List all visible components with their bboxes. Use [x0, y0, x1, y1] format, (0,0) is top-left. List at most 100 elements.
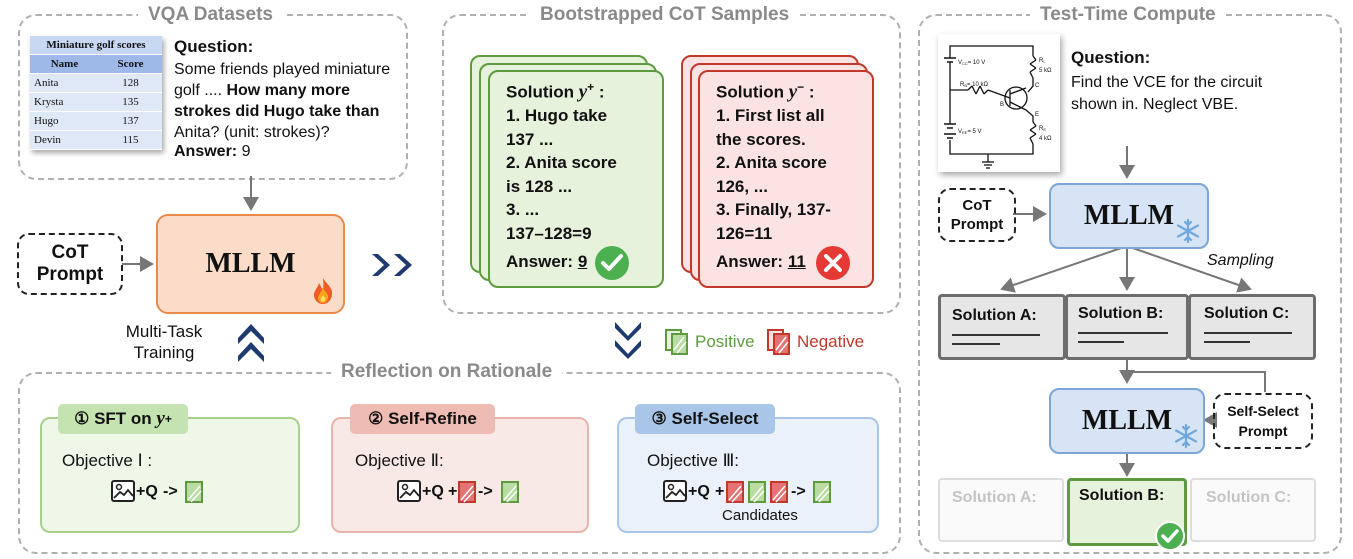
rl-value: 5 kΩ: [1039, 68, 1052, 74]
positive-doc-icon: [665, 329, 688, 355]
table-cell: Anita: [30, 73, 99, 93]
rl-label: RL: [1039, 58, 1046, 64]
objective-3-text: Objective Ⅲ:: [647, 451, 740, 470]
image-icon: [397, 480, 421, 502]
vcc-label: VCC= 10 V: [958, 60, 985, 66]
neg-steps: 1. First list all the scores. 2. Anita s…: [716, 106, 831, 243]
table-cell: 135: [98, 92, 162, 112]
vqa-answer-label: Answer:: [174, 143, 238, 160]
objective-2-tag: ② Self-Refine: [350, 404, 495, 434]
circuit-image: [938, 34, 1060, 172]
mllm-frozen-box: MLLM: [1049, 183, 1209, 249]
pos-card: [488, 70, 664, 288]
vqa-panel-title: VQA Datasets: [138, 4, 283, 26]
ttc-question-label: Question:: [1071, 48, 1151, 67]
chevron-up-icon: [238, 324, 264, 362]
cot-prompt-box: CoT Prompt: [17, 233, 123, 295]
positive-doc-icon: [748, 481, 766, 503]
objective-1-tag: ① SFT on y+: [58, 404, 188, 434]
ttc-panel-title: Test-Time Compute: [1030, 4, 1226, 26]
re-label: RE: [1039, 126, 1046, 132]
neg-answer-value: 11: [787, 252, 806, 271]
formula-3-plus: +: [715, 483, 725, 500]
table-cell: 115: [98, 130, 162, 150]
formula-2-arrow: ->: [478, 483, 493, 500]
formula-3-arrow: ->: [791, 483, 806, 500]
final-solution-c-card: [1190, 478, 1316, 542]
mllm-frozen-label: MLLM: [1083, 200, 1175, 231]
candidates-label: Candidates: [722, 507, 798, 524]
negative-doc-icon: [767, 329, 790, 355]
formula-1-arrow: ->: [163, 483, 178, 500]
ttc-cot-prompt-box: CoT Prompt: [938, 188, 1016, 242]
pos-answer-label: Answer:: [506, 252, 574, 271]
fire-icon: [314, 278, 333, 304]
negative-doc-icon: [770, 481, 788, 503]
check-circle-icon: [595, 246, 629, 280]
formula-1-q: +Q: [136, 483, 158, 500]
objective-2-text: Objective Ⅱ:: [355, 451, 444, 470]
neg-answer: Answer: 11: [716, 252, 806, 272]
table-cell: 137: [98, 111, 162, 131]
vee-label: VEE= 5 V: [958, 129, 982, 135]
re-value: 4 kΩ: [1039, 136, 1052, 142]
legend-positive: Positive: [695, 332, 755, 351]
pos-answer: Answer: 9: [506, 252, 587, 272]
mllm-train-label: MLLM: [205, 248, 296, 279]
table-cell: Krysta: [30, 92, 99, 112]
negative-doc-icon: [726, 481, 744, 503]
formula-icons: [111, 480, 831, 503]
vqa-question-bold: How many more strokes did Hugo take than: [174, 82, 380, 120]
formula-2-plus: +: [448, 483, 458, 500]
table-caption: Miniature golf scores: [30, 36, 162, 55]
pos-heading: Solution y+ :: [506, 80, 605, 103]
objective-1-tag-text: ① SFT on: [74, 409, 152, 428]
reflection-panel-title: Reflection on Rationale: [331, 361, 563, 383]
negative-doc-icon: [458, 481, 476, 503]
table-header-score: Score: [98, 54, 162, 74]
vqa-question-plain: Some friends played miniature golf ....: [174, 61, 391, 99]
solution-c-label: Solution C:: [1204, 305, 1290, 322]
neg-answer-label: Answer:: [716, 252, 784, 271]
vqa-question-tail: Anita? (unit: strokes)?: [174, 124, 330, 141]
formula-3-q: +Q: [688, 483, 710, 500]
neg-heading-text: Solution: [716, 82, 784, 102]
multitask-label: Multi-Task Training: [125, 322, 203, 362]
final-solution-a-label: Solution A:: [952, 489, 1037, 506]
solution-b-label: Solution B:: [1078, 305, 1164, 322]
solution-a-card: [938, 294, 1066, 360]
image-icon: [111, 480, 135, 502]
vqa-answer-value: 9: [241, 143, 251, 160]
b-label: B: [1000, 102, 1004, 108]
chevron-down-icon: [615, 322, 641, 359]
pos-steps: 1. Hugo take 137 ... 2. Anita score is 1…: [506, 106, 617, 243]
objective-1-text: Objective Ⅰ :: [62, 451, 153, 470]
pos-heading-text: Solution: [506, 82, 574, 102]
pos-answer-value: 9: [577, 252, 588, 271]
check-circle-icon: [1155, 521, 1185, 551]
objective-1-box: [40, 417, 300, 533]
image-icon: [663, 480, 687, 502]
self-select-prompt-box: Self-Select Prompt: [1213, 393, 1313, 449]
mllm-select-box: MLLM: [1049, 388, 1205, 454]
vqa-question-label: Question:: [174, 37, 254, 56]
objective-3-tag: ③ Self-Select: [635, 404, 775, 434]
cot-panel-title: Bootstrapped CoT Samples: [530, 4, 800, 26]
positive-doc-icon: [813, 481, 831, 503]
final-solution-a-card: [938, 478, 1064, 542]
table-cell: Hugo: [30, 111, 99, 131]
solution-a-label: Solution A:: [952, 307, 1037, 324]
c-label: C: [1035, 83, 1040, 89]
objective-3-box: [617, 417, 879, 533]
rb-label: RB= 10 kΩ: [960, 82, 989, 88]
snowflake-icon: [1176, 218, 1200, 244]
positive-doc-icon: [185, 481, 203, 503]
table-cell: 128: [98, 73, 162, 93]
vqa-answer: Answer: 9: [174, 143, 250, 161]
formula-2-q: +Q: [422, 483, 444, 500]
